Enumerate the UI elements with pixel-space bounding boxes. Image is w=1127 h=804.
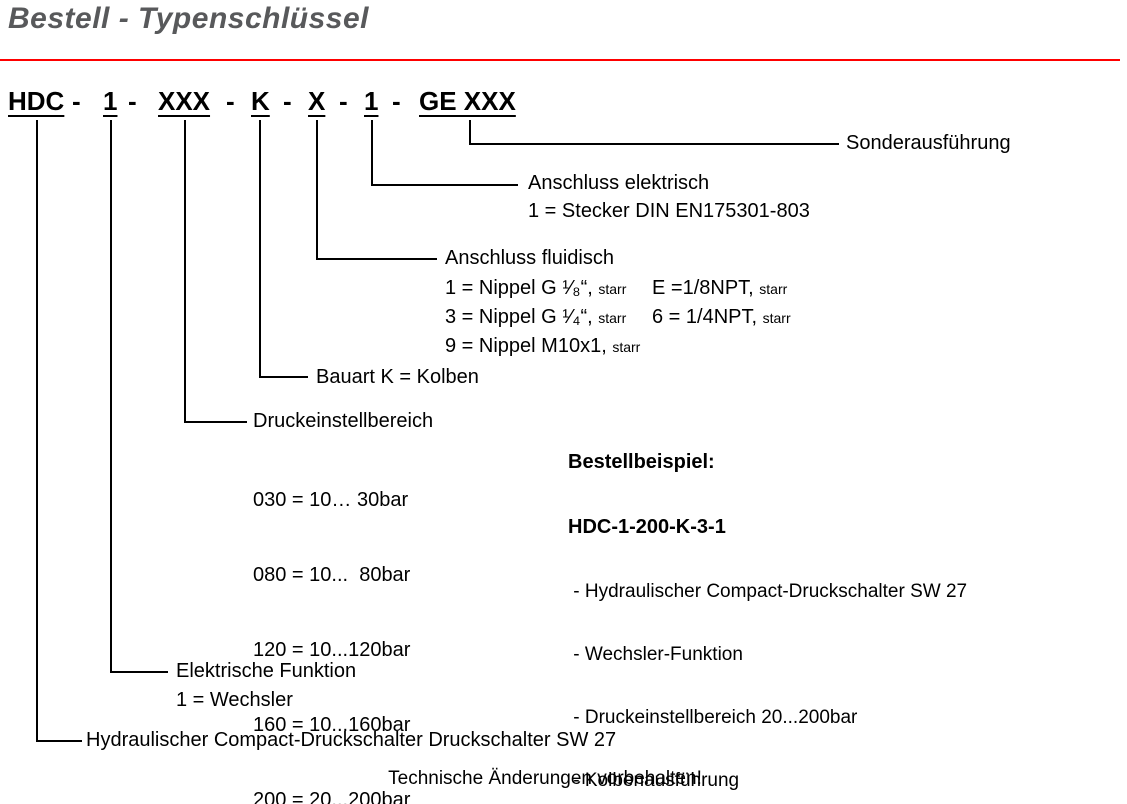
code-separator: - bbox=[226, 86, 235, 116]
code-separator: - bbox=[72, 86, 81, 116]
connector-fluid-port-vline bbox=[316, 120, 318, 260]
code-separator: - bbox=[339, 86, 348, 116]
footer-note: Technische Änderungen vorbehalten! bbox=[388, 768, 702, 789]
pressure-range-item: 160 = 10...160bar bbox=[253, 714, 411, 736]
connector-pressure-range-vline bbox=[184, 120, 186, 423]
fluid-option-text: 1 = Nippel G ¹⁄₈“, bbox=[445, 277, 593, 299]
connector-electrical-port-vline bbox=[371, 120, 373, 186]
code-segment-fluid-port: X bbox=[308, 86, 326, 116]
label-series: Hydraulischer Compact-Druckschalter Druc… bbox=[86, 729, 617, 751]
fluid-option-text: 9 = Nippel M10x1, bbox=[445, 335, 607, 357]
label-special: Sonderausführung bbox=[846, 132, 1011, 154]
page-title: Bestell - Typenschlüssel bbox=[8, 2, 370, 35]
pressure-range-item: 030 = 10… 30bar bbox=[253, 489, 409, 511]
example-item: - Wechsler-Funktion bbox=[568, 644, 743, 665]
pressure-range-item: 080 = 10... 80bar bbox=[253, 564, 411, 586]
starr-suffix: starr bbox=[598, 310, 627, 326]
title-rule bbox=[0, 59, 1120, 61]
starr-suffix: starr bbox=[762, 310, 791, 326]
connector-pressure-range-hline bbox=[184, 421, 247, 423]
code-segment-electrical-function: 1 bbox=[103, 86, 118, 116]
code-separator: - bbox=[128, 86, 137, 116]
starr-suffix: starr bbox=[759, 281, 788, 297]
fluid-option-right-row2: 6 = 1/4NPT, starr bbox=[652, 306, 791, 330]
fluid-option-text: 3 = Nippel G ¹⁄₄“, bbox=[445, 306, 593, 328]
pressure-range-item: 120 = 10...120bar bbox=[253, 639, 411, 661]
example-code: HDC-1-200-K-3-1 bbox=[568, 516, 726, 538]
pressure-range-list: 030 = 10… 30bar 080 = 10... 80bar 120 = … bbox=[253, 440, 410, 804]
example-item: - Druckeinstellbereich 20...200bar bbox=[568, 707, 858, 728]
label-design: Bauart K = Kolben bbox=[316, 366, 479, 388]
code-segment-design: K bbox=[251, 86, 270, 116]
example-title: Bestellbeispiel: bbox=[568, 451, 715, 473]
example-block: Bestellbeispiel: HDC-1-200-K-3-1 - Hydra… bbox=[568, 412, 1020, 804]
label-electrical-port-option: 1 = Stecker DIN EN175301-803 bbox=[528, 200, 810, 222]
fluid-option-left-row1: 1 = Nippel G ¹⁄₈“, starr bbox=[445, 277, 626, 301]
code-segment-pressure-range: XXX bbox=[158, 86, 211, 116]
fluid-option-left-row2: 3 = Nippel G ¹⁄₄“, starr bbox=[445, 306, 626, 330]
example-item: - Hydraulischer Compact-Druckschalter SW… bbox=[568, 581, 968, 602]
code-segment-series: HDC bbox=[8, 86, 65, 116]
connector-special-vline bbox=[469, 120, 471, 145]
fluid-option-text: E =1/8NPT, bbox=[652, 277, 754, 299]
label-electrical-function-option: 1 = Wechsler bbox=[176, 689, 293, 711]
code-separator: - bbox=[283, 86, 292, 116]
label-pressure-range-title: Druckeinstellbereich bbox=[253, 410, 434, 432]
connector-series-hline bbox=[36, 740, 82, 742]
connector-special-hline bbox=[469, 143, 839, 145]
connector-design-hline bbox=[259, 376, 308, 378]
connector-electrical-function-vline bbox=[110, 120, 112, 673]
label-electrical-port-title: Anschluss elektrisch bbox=[528, 172, 710, 194]
code-separator: - bbox=[392, 86, 401, 116]
connector-series-vline bbox=[36, 120, 38, 742]
example-item: - Kolbenausführung bbox=[568, 770, 740, 791]
connector-fluid-port-hline bbox=[316, 258, 437, 260]
connector-electrical-function-hline bbox=[110, 671, 168, 673]
code-segment-electrical-port: 1 bbox=[364, 86, 379, 116]
connector-electrical-port-hline bbox=[371, 184, 518, 186]
fluid-option-text: 6 = 1/4NPT, bbox=[652, 306, 758, 328]
starr-suffix: starr bbox=[612, 339, 641, 355]
label-electrical-function-title: Elektrische Funktion bbox=[176, 660, 357, 682]
label-fluid-port-title: Anschluss fluidisch bbox=[445, 247, 614, 269]
fluid-option-right-row1: E =1/8NPT, starr bbox=[652, 277, 787, 301]
starr-suffix: starr bbox=[598, 281, 627, 297]
connector-design-vline bbox=[259, 120, 261, 378]
fluid-option-left-row3: 9 = Nippel M10x1, starr bbox=[445, 335, 640, 359]
code-segment-special: GE XXX bbox=[419, 86, 516, 116]
pressure-range-item: 200 = 20...200bar bbox=[253, 789, 411, 804]
